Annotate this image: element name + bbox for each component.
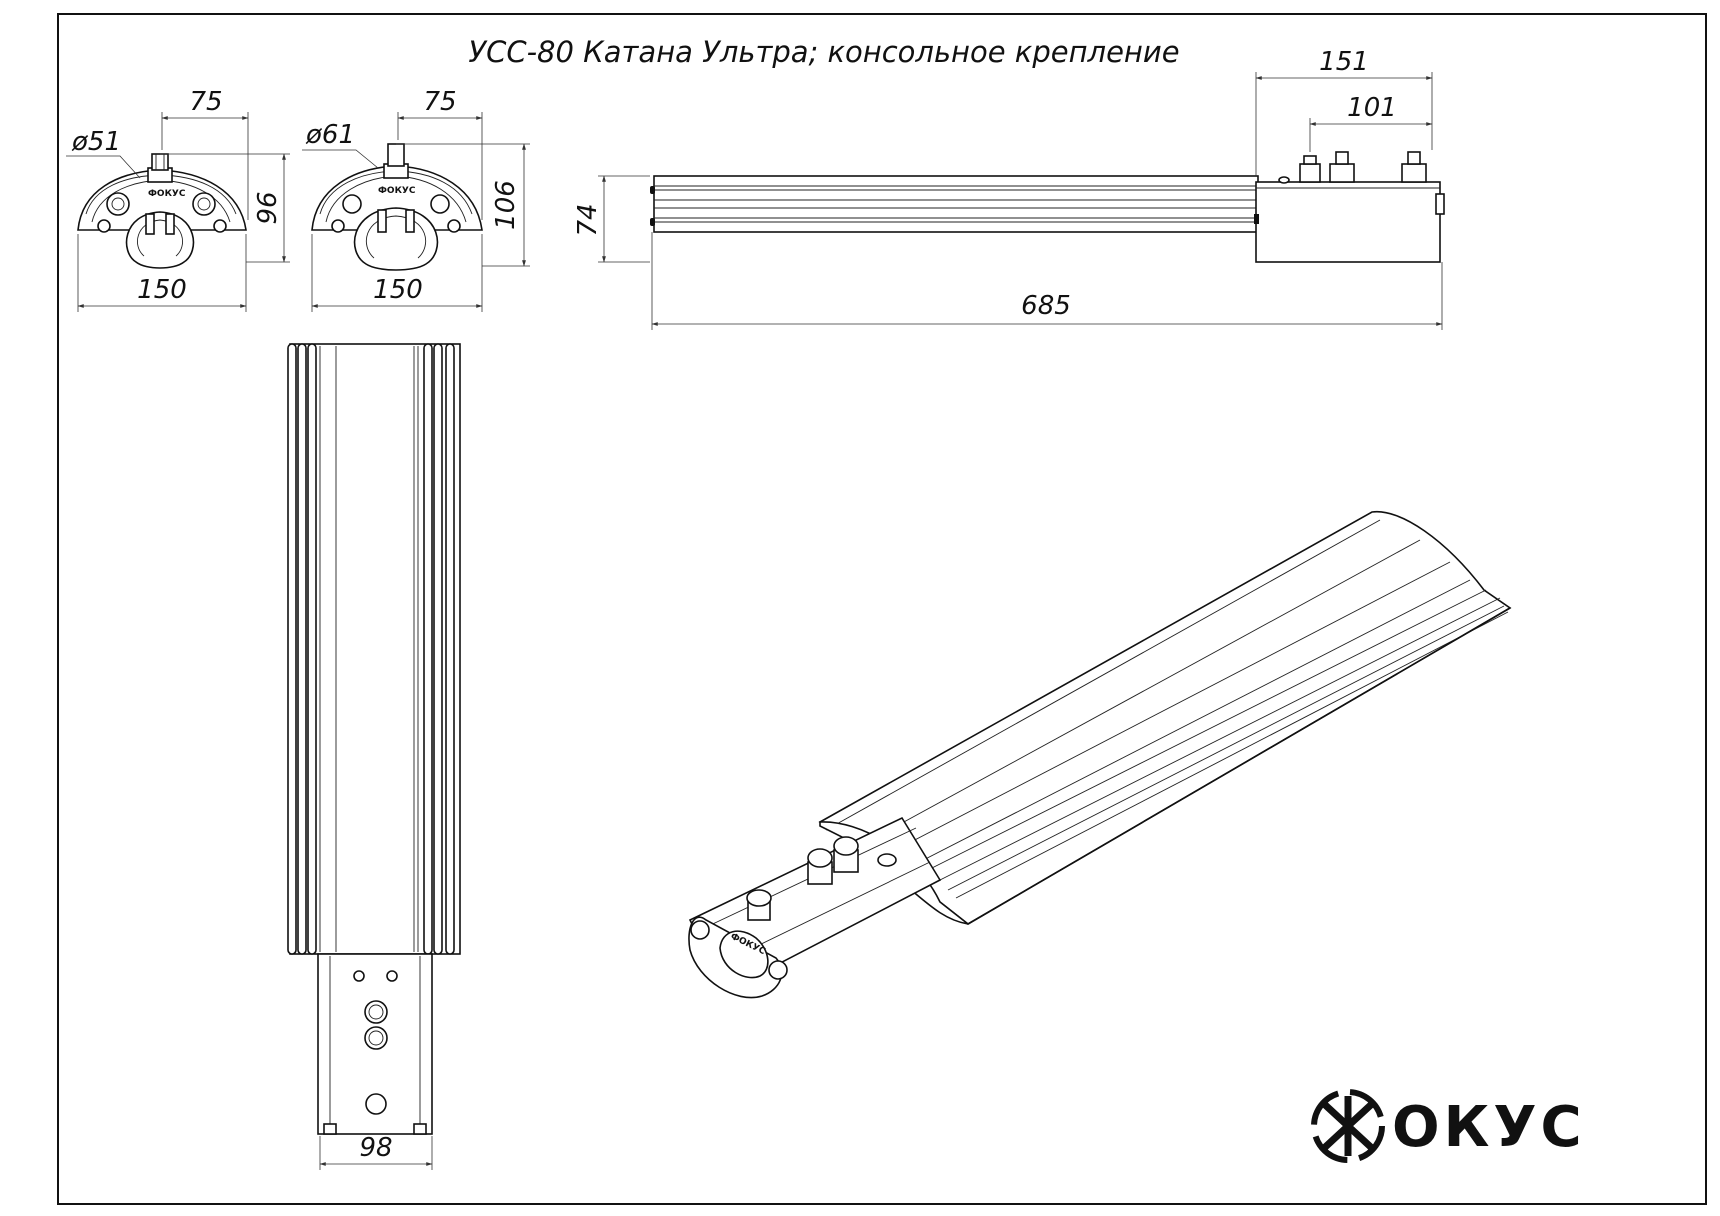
svg-text:75: 75 [189, 87, 222, 117]
front-view-d51-dimensions: 75 96 150 ø51 [66, 87, 290, 312]
svg-text:106: 106 [491, 180, 521, 230]
front-view-d61: ФОКУС [311, 143, 483, 271]
side-view [650, 151, 1445, 263]
svg-text:151: 151 [1319, 47, 1369, 77]
front-view-d61-dimensions: 75 106 150 ø61 [302, 87, 530, 312]
top-view [287, 343, 461, 1135]
svg-text:685: 685 [1021, 291, 1071, 321]
logo-mark-small-2: ФОКУС [378, 186, 416, 196]
svg-text:101: 101 [1347, 93, 1397, 123]
svg-text:98: 98 [359, 1133, 392, 1163]
svg-text:ø51: ø51 [71, 127, 121, 157]
svg-text:96: 96 [253, 191, 283, 224]
drawing-title: УСС-80 Катана Ультра; консольное креплен… [468, 35, 1179, 69]
side-view-dimensions: 74 685 151 101 [573, 47, 1443, 330]
top-view-dimensions: 98 [319, 1133, 433, 1170]
logo-text: ОКУС [1392, 1095, 1586, 1160]
company-logo: ОКУС [1311, 1089, 1586, 1163]
drawing-frame [57, 13, 1707, 1205]
svg-text:ø61: ø61 [305, 120, 355, 150]
logo-mark-small: ФОКУС [148, 189, 186, 199]
svg-text:75: 75 [423, 87, 456, 117]
svg-text:150: 150 [137, 275, 187, 305]
isometric-view: ФОКУС [688, 510, 1512, 999]
svg-text:74: 74 [573, 203, 603, 236]
svg-text:150: 150 [373, 275, 423, 305]
front-view-d51: ФОКУС [77, 153, 247, 269]
